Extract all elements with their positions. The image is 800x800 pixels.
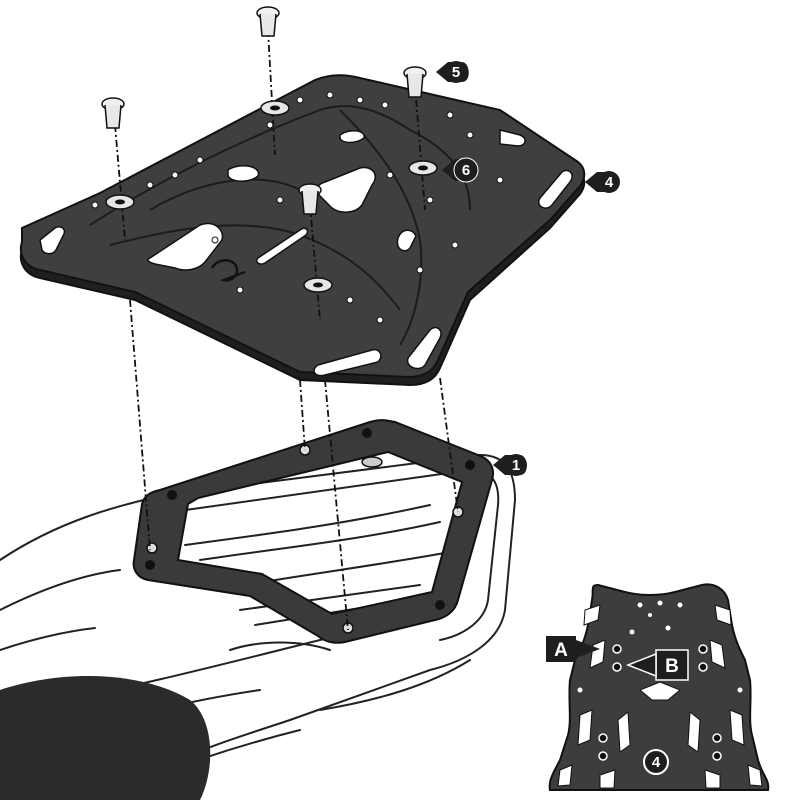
detail-label-plate: 4 [643, 749, 669, 775]
washer [408, 160, 438, 176]
callout-5-label: 5 [452, 64, 460, 81]
detail-label-a: A [546, 636, 600, 662]
washer [260, 100, 290, 116]
screw [101, 97, 125, 129]
screw [403, 66, 427, 98]
screw [298, 183, 322, 215]
adapter-frame [132, 419, 495, 644]
detail-label-a-text: A [554, 640, 568, 661]
callout-4-label: 4 [605, 174, 614, 191]
callout-1: 1 [493, 454, 527, 476]
washer [303, 277, 333, 293]
seat-shape [0, 676, 211, 800]
callout-6-label: 6 [462, 162, 470, 179]
alignment-lines [114, 29, 459, 631]
washer [105, 194, 135, 210]
callout-1-label: 1 [512, 457, 520, 474]
detail-label-plate-text: 4 [652, 754, 661, 771]
callout-6: 6 [442, 157, 479, 183]
fastener-set [101, 6, 438, 293]
detail-label-b-text: B [665, 656, 679, 677]
detail-label-b: B [625, 649, 689, 681]
screw [256, 6, 280, 37]
rack-plate [20, 74, 586, 387]
callout-4: 4 [585, 171, 620, 193]
callout-5: 5 [436, 61, 469, 83]
